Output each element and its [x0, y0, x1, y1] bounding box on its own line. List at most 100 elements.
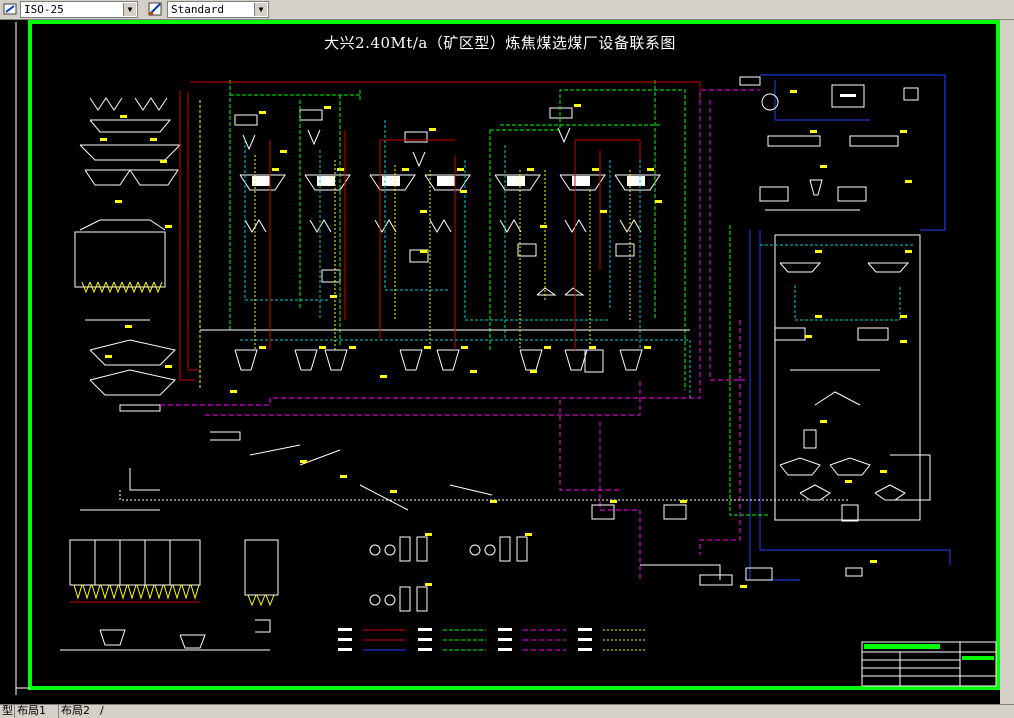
equipment-tag — [815, 250, 822, 253]
equipment-tag — [647, 168, 654, 171]
pump-sump — [242, 134, 256, 151]
legend-symbol — [498, 628, 512, 631]
inclined-conveyor — [249, 444, 301, 456]
screen — [89, 119, 172, 133]
inclined-conveyor — [359, 484, 409, 511]
silo-outlet — [82, 584, 92, 600]
slime-water-line — [160, 89, 760, 406]
equipment-tag — [380, 375, 387, 378]
legend-symbol — [418, 628, 432, 631]
table-style-icon[interactable] — [147, 1, 164, 18]
silo-outlet — [265, 594, 275, 607]
product-silos — [69, 539, 201, 586]
equipment-tag — [402, 168, 409, 171]
clear-water-line — [774, 80, 870, 121]
equipment-tag — [461, 346, 468, 349]
pump — [739, 76, 761, 86]
equipment-tag — [425, 533, 432, 536]
equipment-tag — [340, 475, 347, 478]
crusher — [84, 169, 131, 186]
chevron-down-icon[interactable]: ▼ — [123, 3, 136, 16]
equipment-tag — [589, 346, 596, 349]
tab-model[interactable]: 型 — [2, 704, 13, 717]
sieve-bend — [244, 219, 267, 233]
coal-flow-line — [187, 92, 200, 371]
dimension-style-dropdown[interactable]: ISO-25 ▼ — [20, 1, 138, 18]
table-style-value: Standard — [171, 3, 224, 16]
drawing-canvas[interactable]: 大兴2.40Mt/a（矿区型）炼焦煤选煤厂设备联系图 — [0, 20, 1014, 704]
silo-outlet — [163, 584, 173, 600]
process-flowsheet — [15, 20, 1000, 695]
sump — [564, 287, 585, 296]
pump — [615, 243, 635, 257]
middlings-line — [794, 285, 901, 321]
cyclone — [809, 179, 823, 196]
cyclone-body — [252, 176, 270, 186]
clear-water-line — [759, 230, 951, 565]
thickener-box — [831, 84, 865, 108]
belt-filter — [591, 504, 615, 520]
thickener-mark — [840, 94, 856, 97]
coal-flow-line — [179, 90, 195, 381]
dense-medium-cyclone — [614, 174, 661, 191]
legend-symbol — [338, 628, 352, 631]
medium-tank — [294, 349, 318, 371]
legend-symbol — [498, 648, 512, 651]
equipment-tag — [429, 128, 436, 131]
slime-water-line — [205, 380, 641, 416]
silo-outlet — [145, 584, 155, 600]
bunker-outlet — [89, 281, 99, 294]
legend-symbol — [418, 648, 432, 651]
raw-coal-bunker — [74, 231, 166, 288]
medium-tank — [619, 349, 643, 371]
pump-sump — [412, 151, 426, 168]
vertical-scrollbar[interactable] — [1000, 20, 1014, 704]
coal-flow-line — [190, 81, 701, 100]
equipment-tag — [300, 460, 307, 463]
flotation-cell — [837, 186, 867, 202]
silo-outlet — [256, 594, 266, 607]
dense-medium-cyclone — [494, 174, 541, 191]
equipment-tag — [100, 138, 107, 141]
tailings-belt — [845, 567, 863, 577]
medium-tank — [564, 349, 588, 371]
equipment-tag — [420, 250, 427, 253]
equipment-tag — [845, 480, 852, 483]
equipment-tag — [425, 583, 432, 586]
equipment-tag — [900, 315, 907, 318]
screen — [779, 457, 821, 476]
equipment-tag — [150, 138, 157, 141]
bunker-outlet — [105, 281, 115, 294]
tab-layout1[interactable]: 布局1 — [14, 705, 48, 718]
bunker-outlet — [113, 281, 123, 294]
tab-layout2[interactable]: 布局2 — [58, 705, 92, 718]
equipment-tag — [259, 346, 266, 349]
silo-outlet — [190, 584, 200, 600]
dimension-style-value: ISO-25 — [24, 3, 64, 16]
equipment-tag — [470, 370, 477, 373]
pump — [321, 269, 341, 283]
pump — [409, 249, 429, 263]
equipment-tag — [820, 165, 827, 168]
classifying-screen — [89, 339, 176, 366]
table-style-dropdown[interactable]: Standard ▼ — [167, 1, 269, 18]
equipment-tag — [870, 560, 877, 563]
cyclone-body — [317, 176, 335, 186]
gangue-silo — [244, 539, 279, 596]
equipment-tag — [457, 168, 464, 171]
silo-outlet — [100, 584, 110, 600]
valve-body — [399, 586, 411, 612]
filter-press — [849, 135, 899, 147]
equipment-tag — [280, 150, 287, 153]
legend-symbol — [578, 648, 592, 651]
control-panel — [841, 504, 859, 522]
equipment-tag — [610, 500, 617, 503]
filter — [857, 327, 889, 341]
belt-filter — [663, 504, 687, 520]
sieve-bend — [499, 219, 522, 233]
tailings-screen — [779, 262, 822, 273]
dimension-style-icon[interactable] — [2, 1, 19, 18]
sump — [536, 287, 557, 296]
chevron-down-icon[interactable]: ▼ — [254, 3, 267, 16]
belt-scale — [119, 404, 161, 412]
